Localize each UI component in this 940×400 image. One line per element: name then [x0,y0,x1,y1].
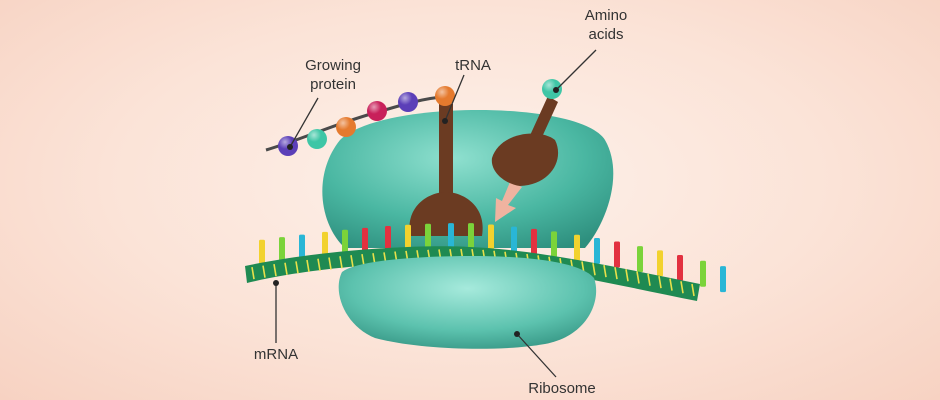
mrna-tick [339,256,343,269]
label-mrna: mRNA [253,346,299,363]
codon-bar [468,223,474,250]
mrna-tick [658,276,662,289]
codon-bar [448,223,454,250]
codon-bar [637,246,643,273]
mrna-tick [636,271,640,284]
codon-bar [299,234,305,261]
codon-bar [405,224,411,251]
codon-bar [657,250,663,277]
mrna-tick [625,269,629,282]
mrna-tick [328,257,332,270]
label-ribosome: Ribosome [528,380,596,397]
label-growing-protein-line2: protein [310,76,356,93]
label-growing-protein-line1: Growing [305,57,361,74]
codon-bars [259,223,726,293]
label-amino-acids-line2: acids [588,26,624,43]
codon-bar [362,227,368,254]
label-growing-protein: Growing protein [290,56,376,94]
codon-bar [279,237,285,264]
incoming-trna-arrow [495,182,522,222]
codon-bar [551,231,557,258]
mrna-tick [647,273,651,286]
leader-dots [273,87,559,337]
codon-bar [259,239,265,266]
mrna-strand [245,246,700,301]
mrna-tick [295,261,299,274]
mrna-tick [251,266,255,280]
mrna-tick [317,258,321,271]
label-trna: tRNA [455,57,491,74]
incoming-trna [491,96,559,186]
codon-bar [488,224,494,251]
codon-bar [385,226,391,253]
mrna-tick [350,255,354,268]
mrna-tick [614,267,618,280]
mrna-tick [691,283,695,297]
mrna-tick [603,265,607,278]
codon-bar [511,226,517,253]
growing-protein-beads [278,86,455,156]
codon-bar [614,241,620,268]
codon-bar [531,228,537,255]
mrna-tick [262,265,266,278]
codon-bar [322,231,328,258]
label-amino-acids-line1: Amino [584,7,628,24]
mrna-tick [284,262,288,275]
mrna-tick [273,264,277,277]
codon-bar [677,255,683,282]
mrna-tick [592,263,596,276]
codon-bar [574,234,580,261]
mrna-tick [680,281,684,294]
leader-lines [275,49,597,378]
codon-bar [425,223,431,250]
mrna-tick [306,259,310,273]
codon-bar [594,237,600,264]
label-amino-acids: Amino acids [576,6,636,44]
codon-bar [342,229,348,256]
codon-bar [720,266,726,293]
ribosome-small-subunit [338,256,597,349]
mrna-tick [669,278,673,291]
codon-bar [700,260,706,287]
